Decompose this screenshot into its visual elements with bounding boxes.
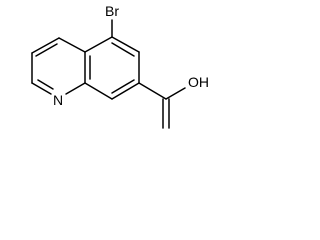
bond-c4a-c5 [84,36,113,53]
bond-c2-n1 [31,82,52,95]
bond-c4-c3 [31,37,60,54]
bond-c4-c3-double [35,43,58,57]
molecule-structure: Br N OH [31,3,209,129]
bond-c7-ccooh [138,82,167,100]
atom-label-bromine: Br [105,3,119,19]
bond-c8-c8a [84,82,113,100]
bond-c5-c6 [111,36,140,53]
atom-label-nitrogen: N [53,92,63,108]
bond-ccooh-oh [165,87,186,100]
bond-n1-c8a [65,82,86,95]
bond-c5-c6-double [111,42,135,57]
atom-label-hydroxyl: OH [188,74,209,90]
bond-c7-c8-double [111,79,135,94]
bond-c2-n1-double [37,79,54,90]
bond-c4a-c4 [58,37,86,53]
bond-c7-c8 [111,82,140,100]
